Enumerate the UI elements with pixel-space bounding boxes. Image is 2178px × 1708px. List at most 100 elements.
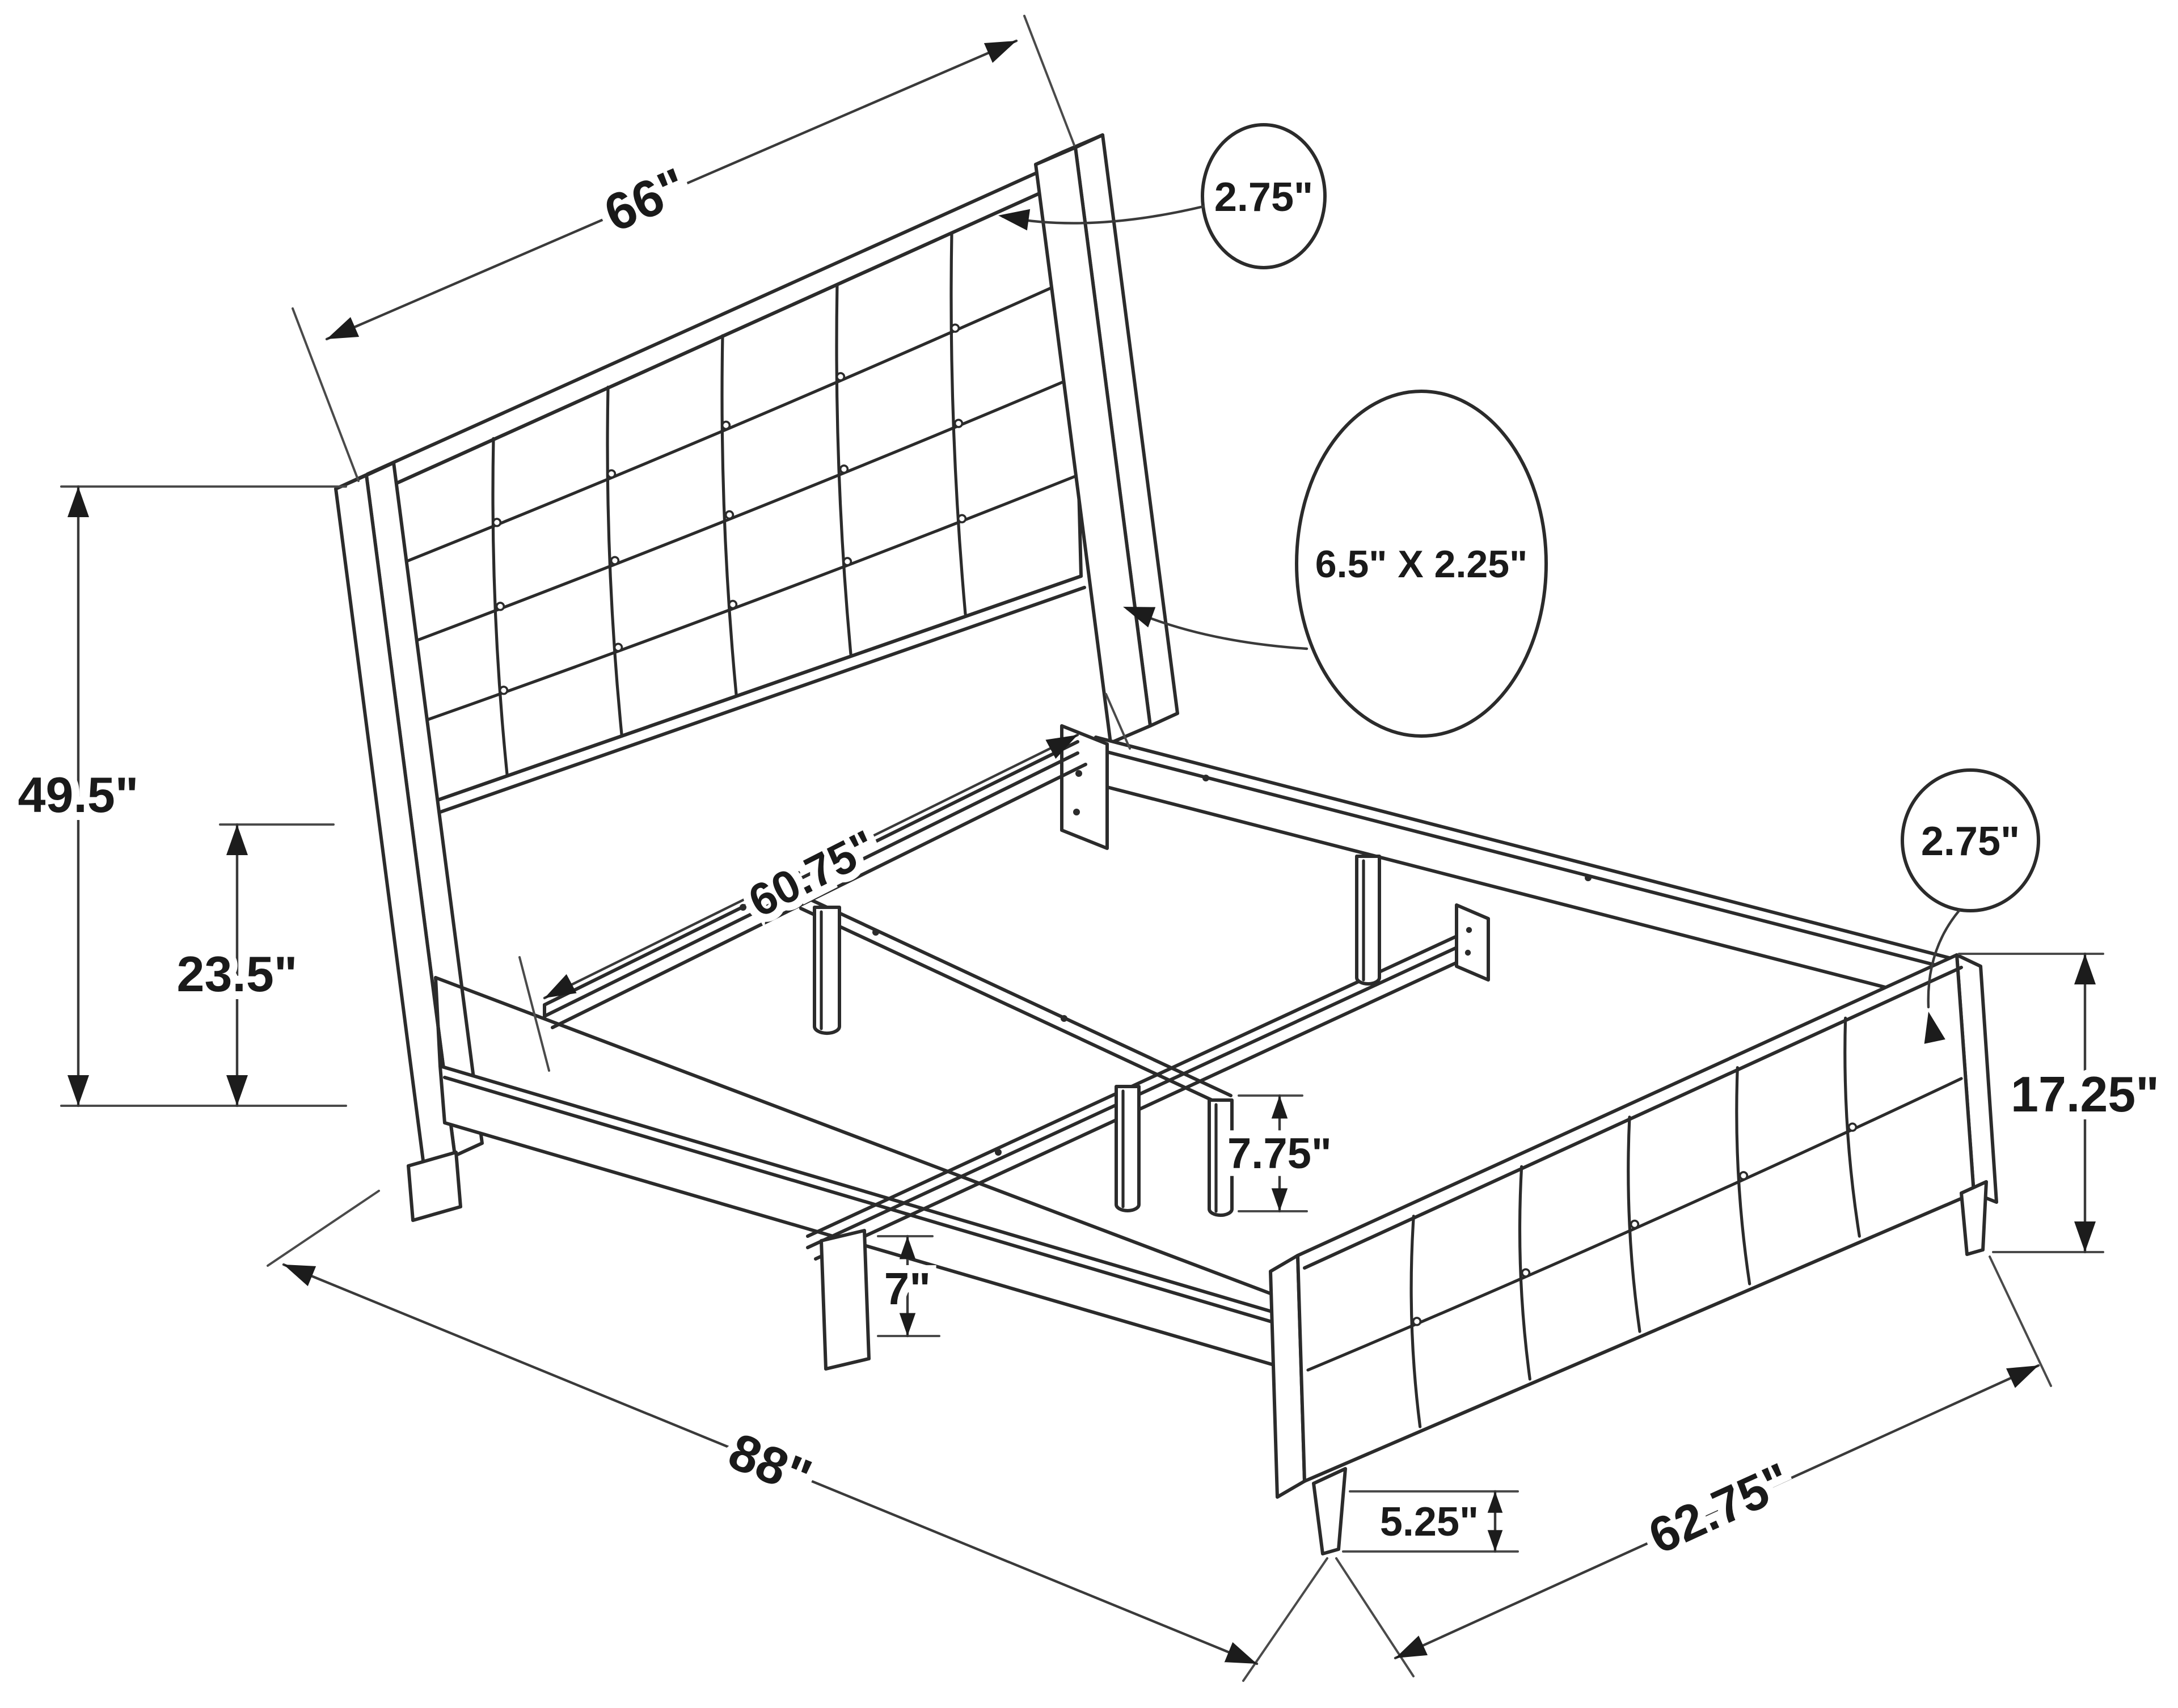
- witness-66-left: [292, 307, 360, 482]
- footboard: [1269, 953, 1998, 1555]
- headboard-tuft-button: [721, 420, 731, 430]
- dim-label-center-leg-height: 7.75": [1227, 1130, 1332, 1178]
- left-rail-leg: [820, 1229, 871, 1371]
- cross-rail-2-bracket-hole2: [1464, 949, 1471, 956]
- dim-label-rail-clearance: 7": [884, 1263, 931, 1314]
- headboard-tuft-seam-v3: [720, 334, 738, 696]
- right-rail-top-double: [1101, 749, 1960, 973]
- arrowhead-21: [998, 209, 1031, 231]
- arrowhead-22: [1123, 607, 1156, 628]
- arrowhead-20: [2006, 1365, 2038, 1388]
- bed-frame: [434, 724, 1964, 1376]
- arrowhead-16: [1487, 1530, 1503, 1551]
- cross-rail-2-flange: [814, 951, 1480, 1261]
- footboard-tuft-button: [1630, 1219, 1640, 1229]
- callout-circle-headboard-thickness: [1201, 123, 1327, 269]
- arrowhead-19: [1395, 1635, 1428, 1658]
- footboard-tuft-button: [1847, 1122, 1858, 1132]
- center-rail-screw1: [872, 929, 879, 936]
- dim-label-overall-width: 62.75": [1640, 1452, 1799, 1565]
- headboard-tuft-button: [950, 323, 960, 333]
- cross-rail-1-edge-b: [543, 751, 1079, 1018]
- footboard-tuft-button: [1738, 1171, 1749, 1181]
- dimline-6075: [543, 733, 1079, 1000]
- center-rail-edge-a: [808, 898, 1232, 1097]
- footboard-panel: [1296, 953, 1976, 1483]
- witness-6275-left: [1335, 1557, 1415, 1677]
- support-legs: [813, 855, 1381, 1217]
- headboard-tuft-button: [835, 372, 846, 382]
- arrowhead-5: [226, 825, 248, 855]
- right-rail-face: [1094, 735, 1964, 1009]
- cross-rail-1-screw: [740, 904, 746, 911]
- cross-rail-1-flange: [551, 763, 1087, 1029]
- center-rail: [799, 898, 1232, 1106]
- headboard-bottom-edge: [389, 574, 1083, 818]
- footboard-front-leg: [1312, 1467, 1347, 1555]
- dimline-6275: [1394, 1364, 2040, 1660]
- dimline-66: [325, 39, 1018, 341]
- center-rail-screw2: [1061, 1015, 1067, 1022]
- witness-6075-right: [1105, 693, 1131, 750]
- cross-rail-1: [543, 740, 1087, 1029]
- footboard-tufting: [1306, 1016, 1963, 1428]
- footboard-tuft-seam-v4: [1735, 1066, 1751, 1286]
- headboard-tuft-button: [839, 464, 849, 474]
- arrowhead-13: [2074, 954, 2096, 984]
- headboard-tufting: [381, 231, 1078, 776]
- arrowhead-3: [67, 487, 89, 517]
- cylinder-leg-2: [1355, 855, 1381, 986]
- dim-label-front-leg-height: 5.25": [1380, 1499, 1479, 1545]
- dim-label-rail-profile: 6.5" X 2.25": [1315, 543, 1528, 586]
- dim-label-footboard-height: 17.25": [2011, 1066, 2159, 1122]
- headboard-panel: [375, 177, 1083, 818]
- footboard-tuft-seam-v3: [1627, 1115, 1641, 1333]
- headboard-tuft-seam-v1: [491, 437, 509, 776]
- cross-rail-2-bracket-hole1: [1466, 927, 1472, 933]
- witness-6275-right: [1989, 1255, 2052, 1387]
- headboard-tuft-button: [613, 642, 623, 652]
- left-rail-face: [438, 1064, 1309, 1376]
- dimline-88: [282, 1263, 1259, 1665]
- cylinder-leg-3: [1115, 1085, 1141, 1212]
- bracket-hole-2: [1073, 809, 1080, 815]
- cross-rail-2-screw: [995, 1149, 1002, 1156]
- bracket-hole-1: [1075, 770, 1082, 777]
- leader-footboard-thickness: [1927, 909, 1961, 1009]
- arrowhead-12: [1271, 1188, 1288, 1211]
- arrowhead-7: [544, 974, 577, 998]
- cross-rail-1-edge-a: [543, 740, 1079, 1007]
- center-rail-edge-b: [799, 907, 1223, 1106]
- headboard-top-edge: [366, 159, 1065, 476]
- arrowhead-15: [1487, 1491, 1503, 1513]
- witness-88-right: [1242, 1557, 1328, 1682]
- dim-label-headboard-height: 49.5": [18, 767, 139, 823]
- dim-label-headboard-lower-height: 23.5": [177, 946, 298, 1002]
- footboard-right-leg: [1960, 1180, 1988, 1256]
- witness-88-left: [267, 1190, 380, 1267]
- arrowheads: [67, 41, 2096, 1664]
- arrowhead-4: [67, 1075, 89, 1106]
- arrowhead-23: [1924, 1012, 1945, 1044]
- headboard-tuft-button: [953, 418, 964, 428]
- left-rail-inner-edge: [434, 976, 1301, 1306]
- headboard-tuft-button: [499, 686, 509, 695]
- footboard-tuft-seam-v5: [1843, 1016, 1861, 1238]
- witness-66-right: [1023, 15, 1075, 146]
- left-post-top-face: [334, 461, 395, 491]
- headboard-tuft-button: [724, 510, 735, 520]
- cylinder-leg-1: [813, 906, 841, 1035]
- left-post-foot: [407, 1151, 462, 1222]
- arrowhead-17: [284, 1265, 316, 1287]
- left-rail-end-cap: [434, 976, 442, 1068]
- headboard-tuft-seam-v5: [949, 231, 967, 616]
- right-rail-screw-2: [1585, 874, 1592, 881]
- headboard-tuft-seam-v4: [835, 282, 852, 656]
- headboard-tuft-button: [606, 469, 617, 479]
- arrowhead-2: [984, 41, 1016, 63]
- dim-label-footboard-thickness: 2.75": [1921, 819, 2020, 864]
- arrowhead-10: [899, 1313, 916, 1336]
- headboard-bottom-edge2: [393, 586, 1086, 830]
- witness-6075-left: [518, 956, 550, 1072]
